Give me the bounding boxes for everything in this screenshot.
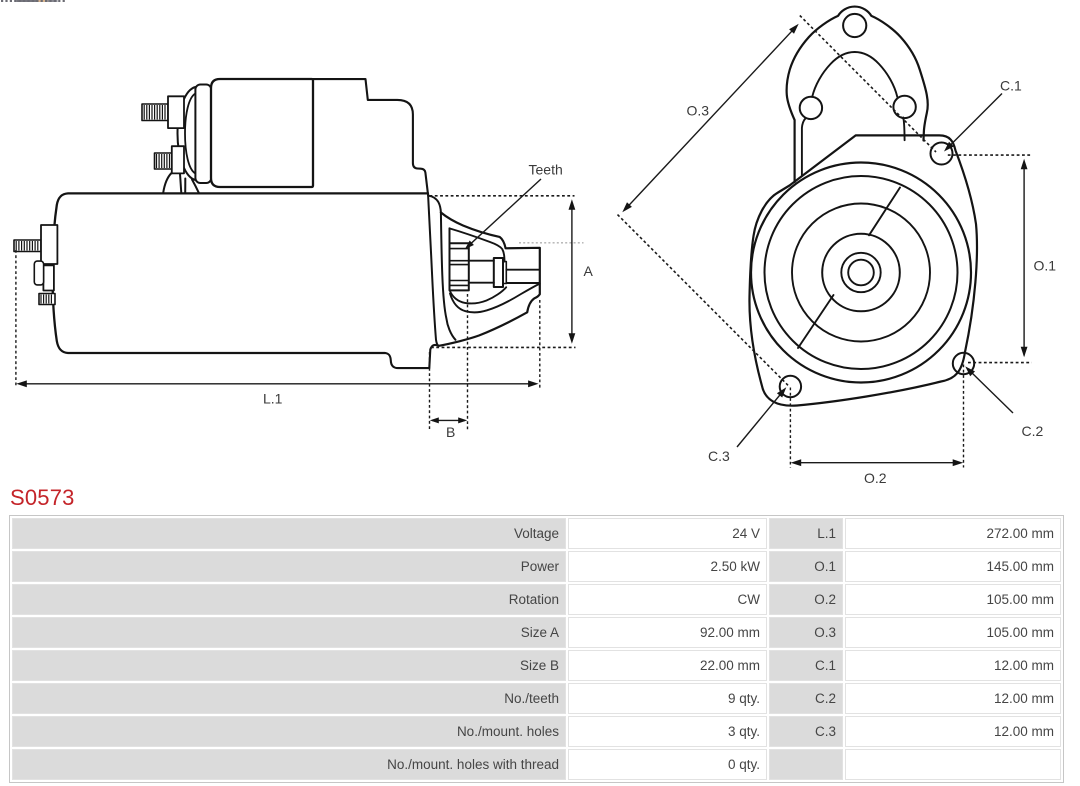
svg-text:L.1: L.1 bbox=[263, 391, 283, 407]
svg-text:C.3: C.3 bbox=[708, 448, 730, 464]
svg-text:B: B bbox=[446, 424, 455, 440]
svg-text:O.3: O.3 bbox=[687, 103, 710, 119]
svg-text:C.1: C.1 bbox=[1000, 78, 1022, 94]
svg-text:O.1: O.1 bbox=[1034, 258, 1057, 274]
svg-text:C.2: C.2 bbox=[1022, 423, 1044, 439]
svg-text:A: A bbox=[584, 263, 594, 279]
svg-text:Teeth: Teeth bbox=[529, 162, 563, 178]
svg-text:O.2: O.2 bbox=[864, 470, 887, 486]
